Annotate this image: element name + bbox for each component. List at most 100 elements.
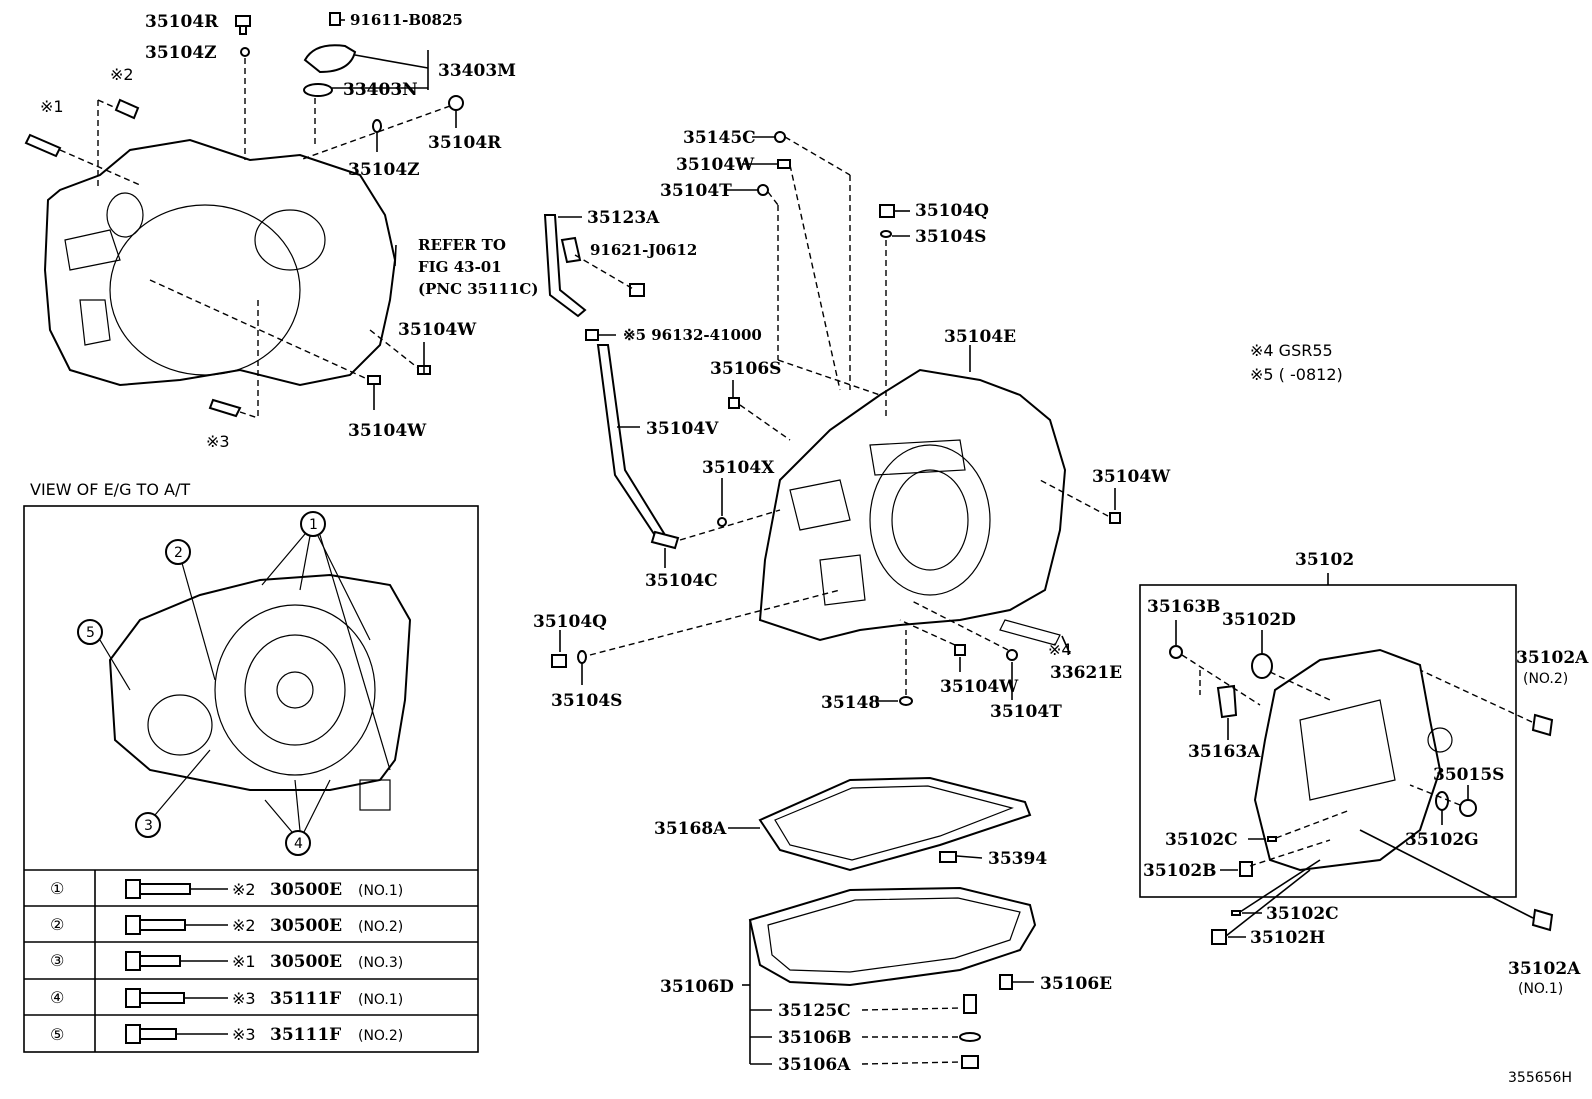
bolt-row-1: ① ※2 30500E (NO.1) [50,879,403,900]
pin-35104W-c [777,159,791,169]
bolt-x3 [208,398,242,418]
svg-text:④: ④ [50,988,64,1007]
svg-text:※2: ※2 [232,916,256,935]
housing-port [106,192,144,238]
label-refer-3: (PNC 35111C) [418,280,538,298]
label-35102A-bot: 35102A [1508,959,1581,979]
case-bore [869,444,991,596]
pin-35104W-right [1109,512,1121,524]
label-35104C: 35104C [645,571,718,591]
label-35104T-low: 35104T [990,702,1062,722]
union-35104C [650,530,680,550]
transaxle-case-group: 35145C 35104W 35104T 35123A 91621-J0612 … [533,128,1343,722]
label-35102A-top: 35102A [1516,648,1589,668]
svg-text:※1: ※1 [232,952,256,971]
svg-text:35111F: 35111F [270,1025,341,1045]
cover-35102-group: 35102 35163B 35102D 35163A 35015S 35102G… [1139,550,1589,997]
label-35102A-bot-no: (NO.1) [1518,981,1563,997]
cover-35102-shape [1253,648,1442,872]
svg-text:35111F: 35111F [270,989,341,1009]
tube-35123A [543,214,587,318]
legend-x4: ※4 GSR55 [1250,341,1333,360]
svg-text:③: ③ [50,951,64,970]
bolt-x2 [114,98,140,120]
oil-pan-group: 35168A 35394 35106D 35106E 35125C 35106B… [654,776,1112,1075]
label-35148: 35148 [821,693,880,713]
seal-35104X [717,517,727,527]
label-35163B: 35163B [1147,597,1221,617]
svg-text:②: ② [50,915,64,934]
bracket-35163A [1216,684,1238,719]
callout-2: 2 [165,539,191,565]
gasket-35106B [959,1032,981,1042]
svg-text:30500E: 30500E [270,880,342,900]
label-35102C-b: 35102C [1266,904,1339,924]
bolt-row-4: ④ ※3 35111F (NO.1) [50,988,403,1009]
svg-text:30500E: 30500E [270,952,342,972]
label-refer-2: FIG 43-01 [418,258,502,276]
bolt-35104Q-top [879,204,895,218]
washer-35104S-top [880,230,892,238]
plug-35104R-mid [448,95,464,111]
housing-boss [254,209,326,271]
svg-text:※3: ※3 [232,989,256,1008]
pin-35106S [728,397,740,409]
svg-text:(NO.1): (NO.1) [358,883,403,899]
label-35145C: 35145C [683,128,756,148]
svg-text:※2: ※2 [232,880,256,899]
label-35104S-low: 35104S [551,691,622,711]
engine-view-group: VIEW OF E/G TO A/T 1 2 5 3 4 [23,480,479,1053]
svg-text:3: 3 [144,818,153,834]
svg-text:⑤: ⑤ [50,1025,64,1044]
label-35104W-c: 35104W [676,155,755,175]
label-35106D: 35106D [660,977,734,997]
plug-35106E [999,974,1013,990]
label-35104W-right: 35104W [1092,467,1171,487]
label-note-x2: ※2 [110,65,134,84]
svg-text:5: 5 [86,625,95,641]
bolt-35104R-top [235,15,251,27]
label-35015S: 35015S [1433,765,1504,785]
label-35104Z-mid: 35104Z [348,160,420,180]
sensor-33403M [303,44,357,74]
label-35104W-b: 35104W [348,421,427,441]
label-35104Z-top: 35104Z [145,43,217,63]
washer-35104S-low [577,650,587,664]
view-title: VIEW OF E/G TO A/T [30,480,190,499]
washer-35104Z-top [240,47,250,57]
svg-text:(NO.3): (NO.3) [358,955,403,971]
label-refer-1: REFER TO [418,236,506,254]
pin-35102C-b [1231,910,1241,916]
label-note-x1: ※1 [40,97,64,116]
callout-3: 3 [135,812,161,838]
svg-text:2: 2 [174,545,183,561]
svg-text:1: 1 [309,517,318,533]
view-box [23,505,479,1053]
strainer-35125C [963,994,977,1014]
label-91611: 91611-B0825 [350,11,463,29]
label-35106A: 35106A [778,1055,851,1075]
converter-housing-shape [43,138,397,387]
figure-id: 355656H [1508,1070,1572,1086]
label-35104Q-low: 35104Q [533,612,607,632]
label-35104T-top: 35104T [660,181,732,201]
oilpan-35106D [748,886,1037,987]
magnet-35394 [939,851,957,863]
label-35106S: 35106S [710,359,781,379]
callout-5: 5 [77,619,103,645]
seal-35148 [899,696,913,706]
plate-33621E [999,619,1061,646]
bolt-35102H [1211,929,1227,945]
label-35163A: 35163A [1188,742,1261,762]
bolt-row-2: ② ※2 30500E (NO.2) [50,915,403,936]
seal-35104T-low [1006,649,1018,661]
label-35102G: 35102G [1405,830,1479,850]
plug-35106A [961,1055,979,1069]
bolt-35102B [1239,861,1253,877]
seal-35102D [1251,653,1273,679]
svg-text:①: ① [50,879,64,898]
bolt-35102A-top [1531,713,1554,737]
label-35394: 35394 [988,849,1047,869]
label-33621E-note: ※4 [1048,640,1072,659]
